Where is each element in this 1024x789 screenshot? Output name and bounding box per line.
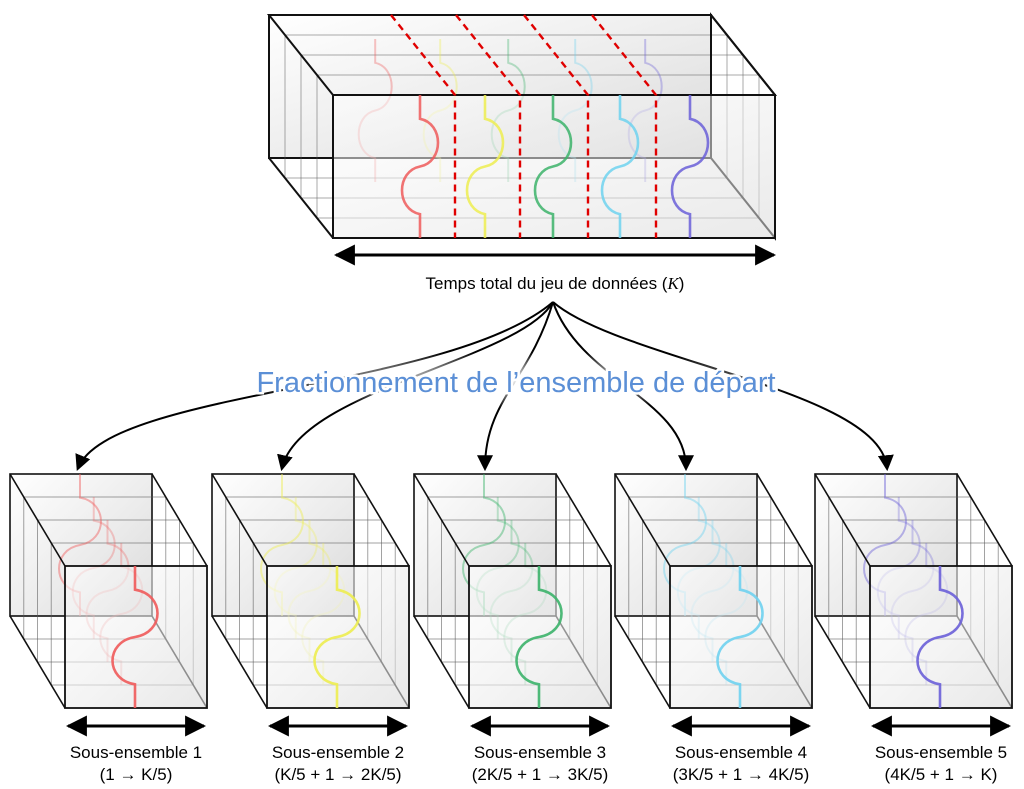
subset-name: Sous-ensemble 3 xyxy=(474,743,606,762)
signal-trace xyxy=(400,95,440,238)
subset-range: (2K/5 + 1 → 3K/5) xyxy=(472,765,609,784)
subset-range: (3K/5 + 1 → 4K/5) xyxy=(673,765,810,784)
subset-range: (K/5 + 1 → 2K/5) xyxy=(274,765,401,784)
subset-name: Sous-ensemble 2 xyxy=(272,743,404,762)
subset-block: Sous-ensemble 4 (3K/5 + 1 → 4K/5) xyxy=(614,473,813,784)
signal-trace xyxy=(111,566,159,708)
subset-block: Sous-ensemble 3 (2K/5 + 1 → 3K/5) xyxy=(413,473,612,784)
subset-name: Sous-ensemble 5 xyxy=(875,743,1007,762)
split-divider xyxy=(591,14,658,238)
signal-trace xyxy=(533,95,573,238)
signal-trace xyxy=(916,566,964,708)
split-divider xyxy=(390,14,457,238)
subset-block: Sous-ensemble 1 (1 → K/5) xyxy=(9,473,208,784)
split-title: Fractionnement de l’ensemble de départ xyxy=(256,367,775,399)
signal-trace xyxy=(670,95,710,238)
subset-block: Sous-ensemble 2 (K/5 + 1 → 2K/5) xyxy=(211,473,410,784)
subset-block: Sous-ensemble 5 (4K/5 + 1 → K) xyxy=(814,473,1013,784)
subset-name: Sous-ensemble 4 xyxy=(675,743,807,762)
subset-range: (1 → K/5) xyxy=(100,765,173,784)
signal-trace xyxy=(313,566,361,708)
signal-trace xyxy=(465,95,505,238)
subset-name: Sous-ensemble 1 xyxy=(70,743,202,762)
full-dataset-block xyxy=(266,12,778,241)
split-divider xyxy=(455,14,522,238)
signal-trace xyxy=(600,95,640,238)
subset-range: (4K/5 + 1 → K) xyxy=(885,765,998,784)
split-title-glow xyxy=(205,352,825,408)
signal-trace xyxy=(716,566,764,708)
subset-blocks: Sous-ensemble 1 (1 → K/5) Sous-ensemble 2 (… xyxy=(9,473,1013,784)
split-divider xyxy=(523,14,590,238)
dataset-duration-label: Temps total du jeu de données (K) xyxy=(426,274,685,293)
signal-trace xyxy=(515,566,563,708)
